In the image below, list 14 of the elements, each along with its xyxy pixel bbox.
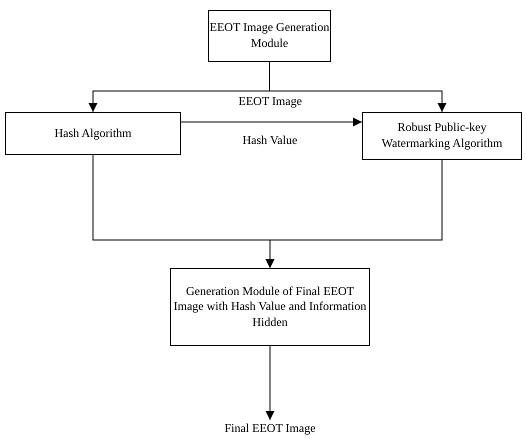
process-box <box>170 268 370 346</box>
arrow <box>269 62 446 112</box>
process-box <box>362 112 522 160</box>
node-label: Hash Algorithm <box>54 126 132 142</box>
node-label: Robust Public-key Watermarking Algorithm <box>380 120 504 152</box>
arrow <box>180 118 362 126</box>
process-box <box>5 112 181 155</box>
edge-label: Hash Value <box>240 132 300 148</box>
process-box <box>208 10 331 62</box>
output-text: Final EEOT Image <box>224 421 316 437</box>
arrow <box>266 346 274 420</box>
node-label: Generation Module of Final EEOT Image with Hash Value and Information Hidden <box>172 284 368 330</box>
node-label: EEOT Image Generation Module <box>209 20 330 52</box>
arrow <box>266 160 442 268</box>
